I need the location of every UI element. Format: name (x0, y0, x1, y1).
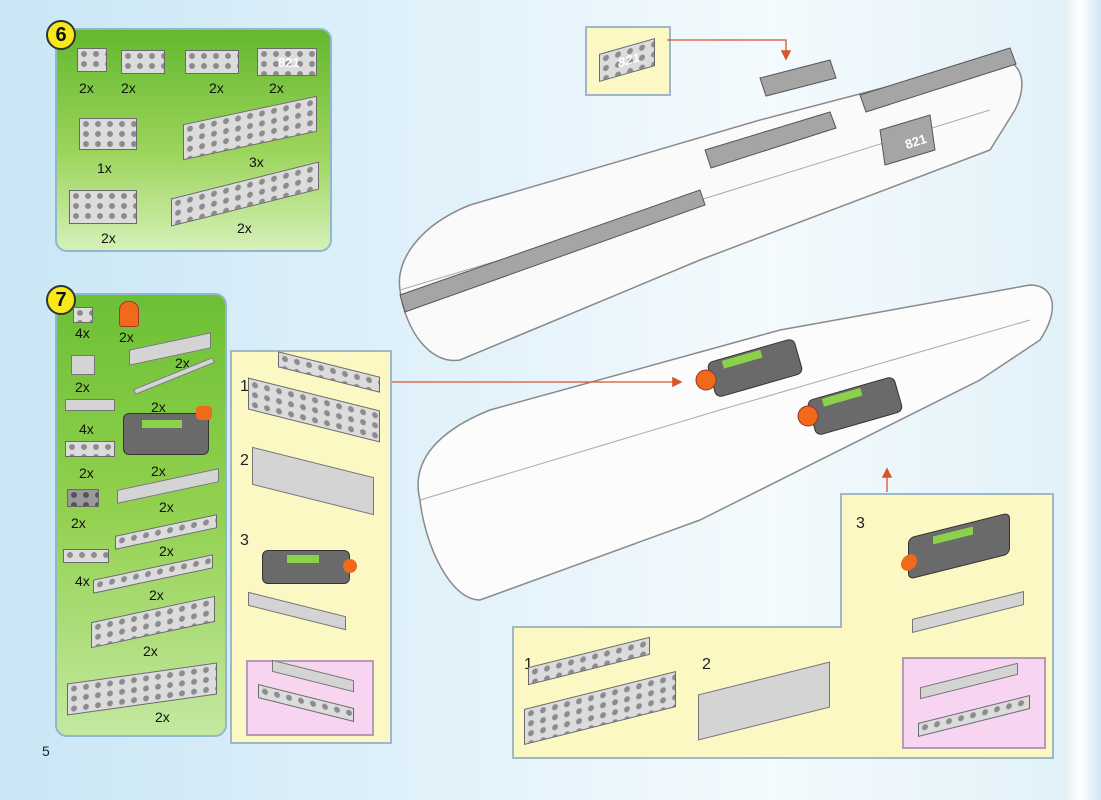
sub-right-inset (902, 657, 1046, 749)
part-count: 3x (249, 154, 264, 170)
sub-bottom-frame (698, 661, 830, 741)
inset-bar (920, 662, 1018, 700)
part-plate-2x2-dark (67, 489, 99, 507)
part-count: 2x (149, 587, 164, 603)
part-count: 1x (97, 160, 112, 176)
engine-1 (695, 339, 803, 397)
sub-step-2: 2 (240, 452, 249, 469)
inset-bar (272, 659, 354, 693)
part-count: 4x (79, 421, 94, 437)
sub-step-3: 3 (240, 532, 249, 549)
step6-number: 6 (46, 20, 76, 50)
part-brick-2x4-large (69, 190, 137, 224)
part-arch-brick (185, 50, 239, 74)
sub-assembly-bottom: 1 2 (512, 626, 842, 759)
part-clip (73, 307, 93, 323)
sub-left-bar (248, 591, 346, 631)
page-number: 5 (42, 743, 50, 759)
part-count: 4x (75, 325, 90, 341)
sub-left-plate-top (278, 351, 380, 393)
sub-left-engine (262, 550, 357, 584)
part-count: 2x (143, 643, 158, 659)
part-print-label: 821 (278, 55, 300, 70)
upper-hull (398, 58, 1023, 362)
sub-right-bar (912, 591, 1024, 633)
part-count: 2x (269, 80, 284, 96)
part-printed-brick: 821 (257, 48, 317, 76)
part-tile-1x4 (65, 399, 115, 411)
step7-number: 7 (46, 285, 76, 315)
part-brick-2x2 (77, 48, 107, 72)
part-engine-assembly (123, 406, 212, 455)
part-count: 2x (71, 515, 86, 531)
sub-left-frame (252, 446, 374, 516)
step6-panel: 6 2x 2x 2x 821 2x 1x 3x 2x 2x (46, 20, 332, 252)
part-count: 2x (151, 399, 166, 415)
lower-hull (417, 284, 1054, 601)
upper-gray-row-4 (859, 47, 1017, 113)
part-count: 2x (151, 463, 166, 479)
step7-panel: 7 4x 2x 2x 2x 2x 4x 2x 2x 2x 2x 2x 4x 2x… (46, 285, 227, 737)
part-count: 2x (121, 80, 136, 96)
part-count: 2x (75, 379, 90, 395)
engine-2 (797, 377, 903, 435)
part-brick-1x4 (65, 441, 115, 457)
sub-bottom-step-1: 1 (524, 656, 533, 673)
callout-printed-brick: 821 (585, 26, 671, 96)
part-count: 2x (101, 230, 116, 246)
sub-bottom-step-2: 2 (702, 656, 711, 673)
sub-assembly-left: 1 2 3 (230, 350, 392, 744)
part-count: 2x (155, 709, 170, 725)
inset-plate (918, 695, 1030, 737)
sub-bottom-plate-top (528, 636, 650, 686)
upper-gray-row-2 (704, 111, 837, 169)
sub-bottom-plate-base (524, 671, 676, 745)
sub-left-inset (246, 659, 374, 736)
sub-right-engine (901, 512, 1010, 580)
lower-deck-strip (419, 319, 1031, 501)
part-count: 2x (119, 329, 134, 345)
part-count: 2x (79, 465, 94, 481)
part-brick-2x4 (79, 118, 137, 150)
part-count: 2x (237, 220, 252, 236)
sub-step-1: 1 (240, 378, 249, 395)
page-spine (1066, 0, 1101, 800)
inset-plate (258, 684, 354, 722)
upper-gray-row-3 (759, 59, 837, 97)
part-count: 2x (209, 80, 224, 96)
part-count: 2x (79, 80, 94, 96)
upper-gray-block (879, 114, 936, 166)
sub-assembly-right: 3 (840, 493, 1054, 759)
part-bracket (71, 355, 95, 375)
part-plate-1x4 (63, 549, 109, 563)
part-brick-2x3 (121, 50, 165, 74)
sub-right-step-3: 3 (856, 515, 865, 532)
part-count: 2x (159, 499, 174, 515)
arrow-callout-to-hull (667, 39, 792, 61)
part-orange-cone (119, 301, 139, 327)
part-count: 4x (75, 573, 90, 589)
upper-gray-row-1 (399, 189, 706, 313)
part-count: 2x (159, 543, 174, 559)
